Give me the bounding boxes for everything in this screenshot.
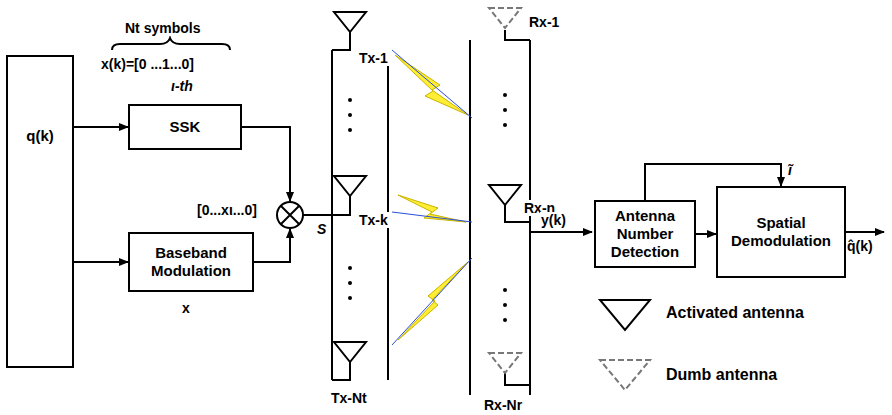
edge-label: ĩ bbox=[787, 162, 793, 178]
ssk-box: SSK bbox=[128, 104, 242, 150]
modulation-box: Baseband Modulation bbox=[128, 232, 254, 292]
ssk-vector: x(k)=[0 ...1...0] bbox=[100, 56, 195, 72]
output-label: q̂(k) bbox=[846, 238, 874, 254]
legend-text: Activated antenna bbox=[666, 304, 804, 322]
source-box: q(k) bbox=[6, 55, 74, 368]
connector bbox=[74, 261, 128, 263]
index-label: ι-th bbox=[170, 78, 194, 94]
symbol-vector: [0...xι...0] bbox=[196, 202, 258, 218]
antenna-label: Tx-1 bbox=[358, 50, 389, 66]
detection-box: Antenna Number Detection bbox=[594, 200, 696, 268]
node-text: Antenna Number Detection bbox=[596, 207, 694, 261]
legend-sample-active bbox=[600, 300, 650, 330]
node-text: q(k) bbox=[26, 127, 54, 145]
antenna-label: Tx-Nt bbox=[330, 390, 368, 406]
symbol-count: Nt symbols bbox=[124, 20, 201, 36]
node-text: Spatial Demodulation bbox=[718, 214, 844, 250]
antenna-label: Rx-Nr bbox=[483, 397, 523, 413]
symbol-label: x bbox=[181, 300, 191, 316]
demodulation-box: Spatial Demodulation bbox=[716, 186, 846, 278]
legend-text: Dumb antenna bbox=[666, 366, 777, 384]
node-text: Baseband Modulation bbox=[130, 244, 252, 280]
antenna-label: Rx-1 bbox=[528, 14, 560, 30]
node-text: SSK bbox=[170, 118, 201, 136]
signal-label: S bbox=[316, 221, 327, 237]
signal-label: y(k) bbox=[540, 212, 567, 228]
legend-sample-dumb bbox=[600, 360, 650, 390]
connector bbox=[74, 126, 128, 128]
antenna-label: Tx-k bbox=[358, 212, 389, 228]
connector bbox=[696, 233, 716, 235]
